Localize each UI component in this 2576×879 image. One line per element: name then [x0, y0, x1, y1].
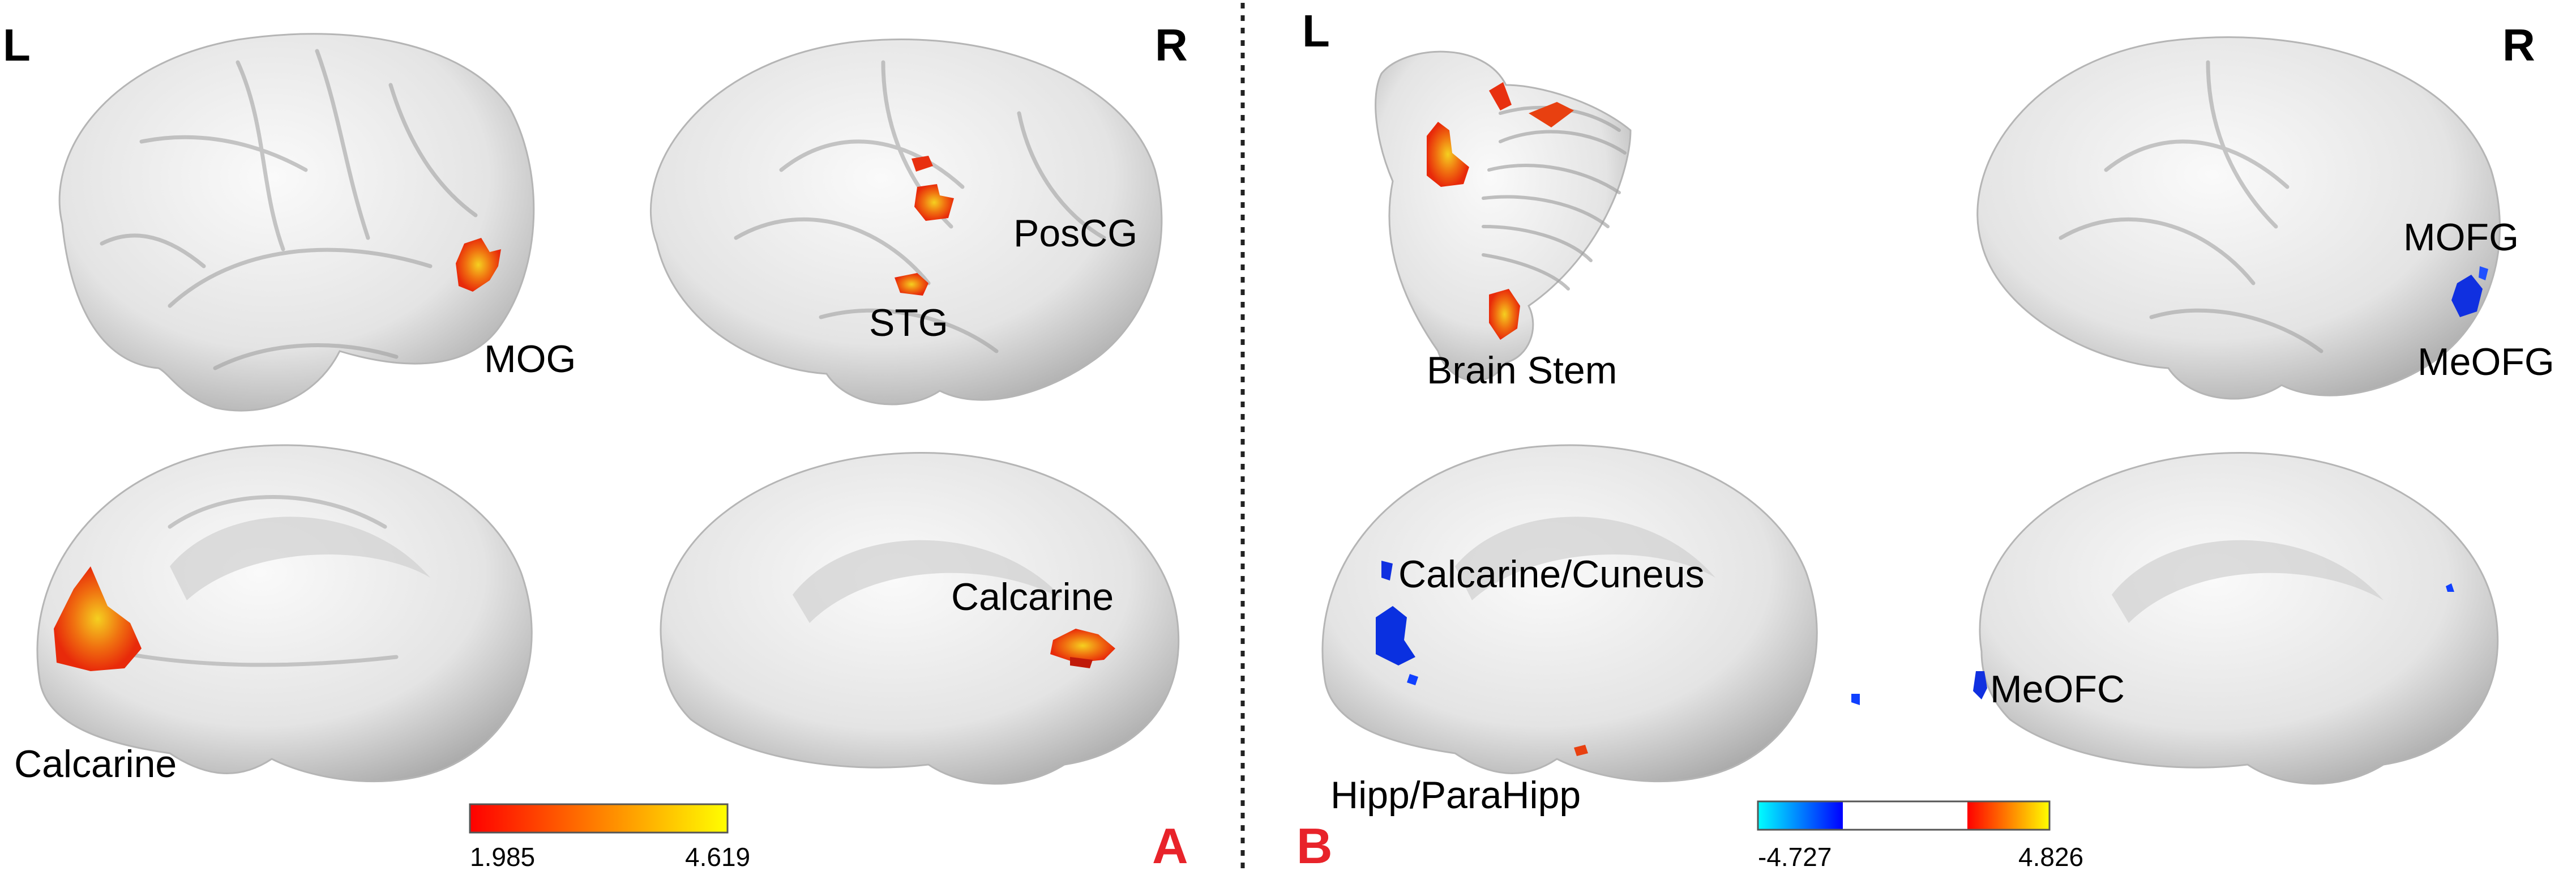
- panel-letter-a: A: [1152, 818, 1188, 874]
- activation-brainstem-upper: [1427, 122, 1469, 187]
- brain-a-left-medial: [36, 444, 533, 783]
- panel-letter-b: B: [1296, 818, 1333, 874]
- activation-stg: [895, 273, 928, 296]
- colorbar-a-min-label: 1.985: [470, 842, 536, 872]
- activation-mofg: [2451, 275, 2483, 317]
- colorbar-a-max-label: 4.619: [685, 842, 751, 872]
- brain-b-right-lateral: [1976, 36, 2501, 400]
- region-label-mofg: MOFG: [2403, 216, 2519, 259]
- region-label-mog: MOG: [484, 338, 576, 381]
- colorbar-b-max-label: 4.826: [2018, 842, 2084, 872]
- activation-calcarine-right: [1050, 629, 1115, 663]
- activation-poscg: [914, 184, 954, 221]
- region-label-meofc: MeOFC: [1990, 668, 2125, 711]
- activation-hipp: [1574, 745, 1588, 756]
- brain-a-right-lateral: [650, 39, 1163, 406]
- activation-mog: [456, 238, 501, 292]
- activation-calcarine-left: [54, 566, 142, 671]
- activation-calcarine-cuneus: [1381, 561, 1393, 581]
- hemisphere-label-right-b: R: [2502, 20, 2535, 70]
- colorbar-b-min-label: -4.727: [1758, 842, 1832, 872]
- region-label-stg: STG: [869, 301, 948, 344]
- region-label-calcarine-right: Calcarine: [951, 575, 1114, 618]
- brain-b-right-medial: [1973, 451, 2499, 785]
- region-label-brain-stem: Brain Stem: [1427, 349, 1618, 392]
- brain-b-brainstem: [1375, 50, 1632, 382]
- colorbar-b: [1757, 800, 2051, 831]
- region-label-calcarine-left: Calcarine: [14, 743, 177, 786]
- activation-poscg-small: [912, 156, 933, 172]
- region-label-calcarine-cuneus: Calcarine/Cuneus: [1398, 553, 1705, 596]
- region-label-hipp-parahipp: Hipp/ParaHipp: [1330, 774, 1581, 817]
- brain-a-left-lateral: [58, 33, 535, 412]
- activation-meofc: [1973, 671, 1987, 699]
- brain-b-left-medial: [1321, 444, 1860, 783]
- hemisphere-label-left-b: L: [1302, 6, 1330, 56]
- activation-brainstem-lower: [1489, 289, 1520, 340]
- hemisphere-label-right-a: R: [1155, 20, 1188, 70]
- brain-a-right-medial: [660, 451, 1180, 785]
- colorbar-a: [469, 803, 729, 834]
- region-label-poscg: PosCG: [1013, 212, 1138, 255]
- hemisphere-label-left-a: L: [3, 20, 31, 70]
- region-label-meofg: MeOFG: [2417, 340, 2554, 383]
